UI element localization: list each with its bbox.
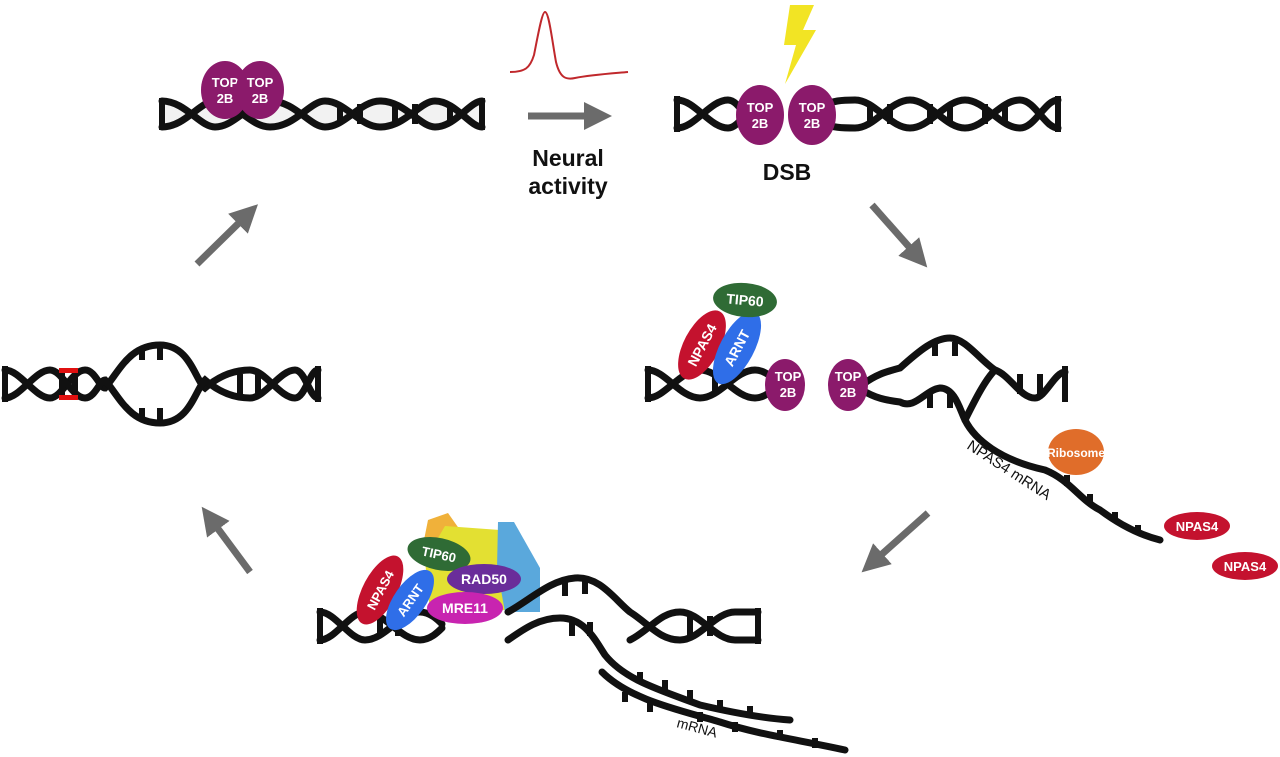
top2b-protein: TOP 2B <box>236 61 284 119</box>
npas4-protein: NPAS4 <box>1164 512 1230 540</box>
tip60-label: TIP60 <box>420 544 457 566</box>
tip60-protein: TIP60 <box>713 282 777 318</box>
dna-helix-stage3-right <box>858 334 1164 544</box>
dna-helix-stage5 <box>1 341 322 427</box>
top2b-label-line1: TOP <box>247 75 274 90</box>
dna-helix-stage2-right <box>816 96 1062 132</box>
top2b-label-line1: TOP <box>212 75 239 90</box>
top2b-label-line1: TOP <box>835 369 862 384</box>
top2b-label-line2: 2B <box>217 91 234 106</box>
top2b-protein: TOP 2B <box>736 85 784 145</box>
arrow-down-left <box>861 510 931 573</box>
neural-activity-label-line1: Neural <box>532 145 604 171</box>
repair-site-marker <box>59 368 78 400</box>
mre11-protein: MRE11 <box>427 592 503 624</box>
dna-helix-stage4-right <box>504 574 849 754</box>
rad50-label: RAD50 <box>461 571 507 587</box>
top2b-label-line2: 2B <box>840 385 857 400</box>
action-potential-trace <box>509 10 629 80</box>
top2b-label-line2: 2B <box>252 91 269 106</box>
top2b-protein: TOP 2B <box>828 359 868 411</box>
ribosome-label: Ribosome <box>1047 446 1105 460</box>
npas4-label: NPAS4 <box>1224 559 1267 574</box>
top2b-label-line1: TOP <box>747 100 774 115</box>
tip60-protein: TIP60 <box>407 536 471 572</box>
arrow-down-right <box>869 202 928 268</box>
arrow-up-right <box>194 204 258 267</box>
npas4-protein: NPAS4 <box>1212 552 1278 580</box>
dsb-label: DSB <box>763 159 812 185</box>
rad50-protein: RAD50 <box>447 564 521 594</box>
top2b-label-line1: TOP <box>799 100 826 115</box>
top2b-protein: TOP 2B <box>765 359 805 411</box>
top2b-protein: TOP 2B <box>201 61 249 119</box>
top2b-label-line2: 2B <box>804 116 821 131</box>
top2b-label-line1: TOP <box>775 369 802 384</box>
top2b-label-line2: 2B <box>780 385 797 400</box>
arnt-protein: ARNT <box>712 311 762 385</box>
npas4-label: NPAS4 <box>1176 519 1219 534</box>
top2b-protein: TOP 2B <box>788 85 836 145</box>
npas4-protein: NPAS4 <box>678 310 726 380</box>
top2b-label-line2: 2B <box>752 116 769 131</box>
tip60-label: TIP60 <box>726 290 765 309</box>
neural-activity-label-line2: activity <box>528 173 607 199</box>
arrow-up-left <box>201 506 253 575</box>
lightning-icon <box>784 5 816 84</box>
mre11-label: MRE11 <box>442 600 488 616</box>
ribosome: Ribosome <box>1047 429 1105 475</box>
dna-helix-stage1 <box>158 97 486 131</box>
